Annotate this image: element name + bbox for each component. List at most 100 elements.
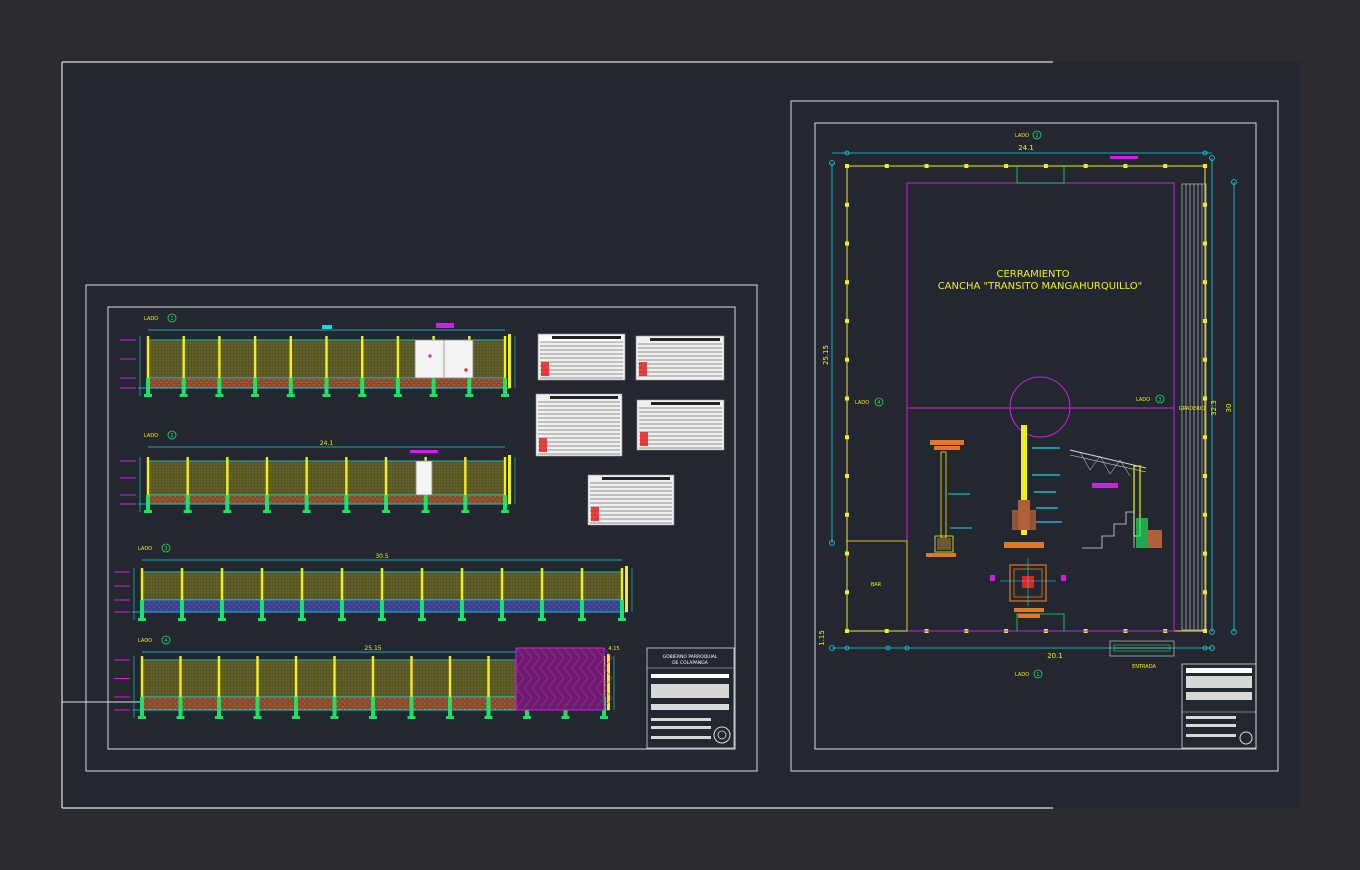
footing-base [369,716,377,719]
table-header [602,477,670,480]
plan-post [1203,164,1207,168]
post-footing [260,600,264,618]
elevation-label-num: 4 [164,638,167,644]
footing-base [253,716,262,719]
table-swatch [591,507,599,521]
fence-post [410,656,413,697]
table-header [650,338,720,341]
footing-base [144,394,152,397]
plan-post [1203,241,1207,246]
plan-dim-bottom: 20.1 [1047,652,1063,660]
fence-post [218,336,221,378]
title-block-org-line2: DE COLAPANGA [672,660,708,666]
plan-side-right-label: LADO [1136,397,1150,403]
footing-base [322,394,331,397]
footing-base [382,510,390,513]
footing-base [302,510,311,513]
plan-post [1203,280,1207,285]
elevation-label-num: 3 [164,546,167,552]
footing-base [223,510,232,513]
post-footing [181,378,186,394]
dim-tick [844,150,850,156]
elevation-label: LADO [144,433,158,439]
table-swatch [640,432,648,446]
footing-base [178,618,186,621]
table-header [651,402,720,405]
footing-base [393,394,402,397]
plan-post [1123,164,1128,168]
table-header [552,336,621,339]
plan-title-line1: CERRAMIENTO [997,269,1070,280]
post-footing [265,495,269,510]
plan-dim-right-2: 30 [1225,404,1233,413]
plan-post [845,435,849,440]
footing-base [251,394,260,397]
footing-base [330,716,339,719]
post-footing [180,600,184,618]
plan-post [1163,164,1168,168]
post-footing [253,378,258,394]
post-footing [344,495,349,510]
plan-post [884,164,889,168]
post-footing [304,495,309,510]
footing-base [358,394,367,397]
plan-side-right-num: 3 [1158,397,1161,403]
plan-post [845,474,849,478]
dimension-text: 25.15 [364,645,381,652]
footing-base [461,510,470,513]
dim-tick [885,645,891,651]
post-footing [580,600,584,618]
footing-base [286,394,295,397]
footing-base [258,618,266,621]
elevation-label-num: 1 [170,316,173,322]
plan-title-line2: CANCHA "TRANSITO MANGAHURQUILLO" [938,281,1143,292]
dim-tick [1231,629,1237,635]
fence-post [300,568,304,600]
footing-base [418,618,426,621]
fence-post [265,457,269,495]
fence-post [182,336,185,378]
fence-post [146,457,150,495]
dim-tick [829,160,835,166]
fence-post [460,568,464,600]
post-footing [217,378,222,394]
footing-base [176,716,185,719]
plan-post [1203,551,1207,556]
plan-post [845,319,849,323]
footing-base [215,716,223,719]
post-footing [217,697,221,716]
footing-base [378,618,386,621]
fence-post [580,568,584,600]
footing-base [465,394,474,397]
post-footing [225,495,230,510]
plan-post [1203,357,1207,362]
fence-post [226,457,229,495]
fence-post [289,336,292,378]
plan-post [1203,590,1207,595]
fence-post [253,336,257,378]
post-footing [300,600,304,618]
post-footing [332,697,337,716]
post-footing [185,495,190,510]
dim-tick [829,540,835,546]
footing-base [501,510,509,513]
footing-base [498,618,506,621]
dim-tick [1209,629,1215,635]
footing-base [446,716,454,719]
fence-post [140,656,144,697]
footing-base [561,716,570,719]
footing-base [501,394,509,397]
fence-post [620,568,624,600]
fence-post [500,568,504,600]
fence-post [333,656,336,697]
sheet-plan: CERRAMIENTO CANCHA "TRANSITO MANGAHURQUI… [790,100,1279,772]
dim-tick [1209,645,1215,651]
fence-post [220,568,224,600]
post-footing [540,600,544,618]
plan-bar-label: BAR [871,582,882,588]
fence-post [325,336,328,378]
plan-post [1043,164,1048,168]
plan-side-left-num: 4 [877,400,880,406]
fence-post [256,656,259,697]
